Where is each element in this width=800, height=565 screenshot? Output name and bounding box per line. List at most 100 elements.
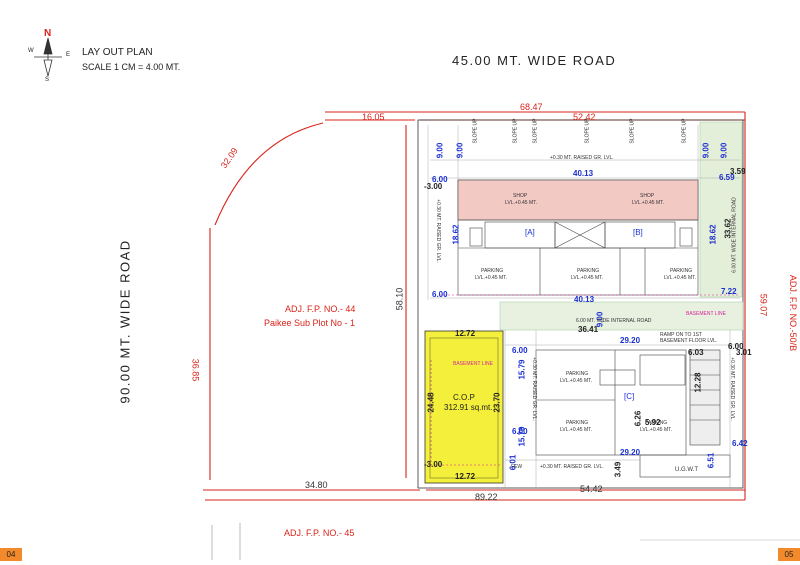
unit-c-label: [C]: [624, 392, 635, 401]
building-top: [457, 179, 699, 296]
dim-minus-300a: -3.00: [424, 182, 443, 191]
internal-road-horizontal: 6.00 MT. WIDE INTERNAL ROAD: [576, 318, 652, 324]
dim-blue-642: 6.42: [732, 439, 748, 448]
basement-line-cop: BASEMENT LINE: [453, 361, 493, 367]
slope-up-6: SLOPE UP: [681, 118, 688, 144]
dim-bottom-total: 89.22: [475, 492, 498, 502]
dim-blue-1862a: 18.62: [451, 224, 461, 245]
parking-lvl-5: LVL.+0.45 MT.: [560, 427, 593, 433]
dim-359: 3.59: [730, 167, 746, 176]
dim-bottom-right: 54.42: [580, 484, 603, 494]
dim-blue-659: 6.59: [719, 173, 735, 182]
ramp-label: RAMP ON TO 1ST BASEMENT FLOOR LVL.: [660, 332, 718, 344]
dim-top-left: 16.05: [362, 112, 385, 122]
dim-1272b: 12.72: [455, 472, 476, 481]
parking-lvl-3: LVL.+0.45 MT.: [664, 275, 697, 281]
dim-349: 3.49: [613, 461, 623, 478]
dim-blue-900c: 9.00: [701, 142, 711, 159]
dim-592: 5.92: [645, 418, 661, 427]
few-label: FEW: [511, 464, 523, 470]
cop-area-value: 312.91 sq.mt.: [444, 403, 493, 412]
parking-lvl-1: LVL.+0.45 MT.: [475, 275, 508, 281]
dim-1272a: 12.72: [455, 329, 476, 338]
parking-lvl-6: LVL.+0.45 MT.: [640, 427, 673, 433]
dim-left-side: 36.85: [190, 358, 201, 382]
raised-gr-top: +0.30 MT. RAISED GR. LVL.: [550, 155, 614, 161]
dim-2448: 24.48: [426, 392, 436, 413]
page-number-right: 05: [778, 548, 800, 561]
shop-lvl-right: LVL.+0.45 MT.: [632, 200, 665, 206]
compass-west-label: W: [28, 48, 34, 54]
ugwt-label: U.G.W.T: [675, 467, 698, 473]
dim-blue-600c: 6.00: [512, 346, 528, 355]
parking-label-1: PARKING: [481, 268, 504, 274]
raised-gr-right: +0.30 MT. RAISED GR. LVL.: [728, 357, 735, 421]
dim-blue-2920b: 29.20: [620, 448, 641, 457]
dim-blue-900a: 9.00: [435, 142, 445, 159]
shop-lvl-left: LVL.+0.45 MT.: [505, 200, 538, 206]
parking-label-2: PARKING: [577, 268, 600, 274]
shop-label-left: SHOP: [513, 193, 528, 199]
compass-north-label: N: [44, 28, 52, 39]
adjacent-fp50b-label: ADJ. F.P. NO.-50/B: [788, 274, 798, 352]
dim-626: 6.26: [633, 410, 643, 427]
adjacent-fp44-label: ADJ. F.P. NO.- 44: [285, 304, 356, 314]
parking-label-6: PARKING: [645, 420, 668, 426]
dim-mid-vertical: 58.10: [394, 287, 405, 311]
dim-blue-600b: 6.00: [432, 290, 448, 299]
dim-1228: 12.28: [693, 372, 703, 393]
cop-area: [424, 330, 504, 484]
dim-top-right: 52.42: [573, 112, 596, 122]
plan-scale: SCALE 1 CM = 4.00 MT.: [82, 62, 181, 72]
dim-blue-900d: 9.00: [719, 142, 729, 159]
dim-blue-722: 7.22: [721, 287, 737, 296]
raised-gr-bottom: +0.30 MT. RAISED GR. LVL.: [540, 464, 604, 470]
unit-a-label: [A]: [525, 228, 535, 237]
dim-2370: 23.70: [492, 392, 502, 413]
dim-3641: 36.41: [578, 325, 599, 334]
dim-bottom-left: 34.80: [305, 480, 328, 490]
slope-up-5: SLOPE UP: [629, 118, 636, 144]
unit-b-label: [B]: [633, 228, 643, 237]
compass-east-label: E: [66, 52, 71, 58]
slope-up-3: SLOPE UP: [532, 118, 539, 144]
dim-600e: 6.00: [728, 342, 744, 351]
left-road-label: 90.00 MT. WIDE ROAD: [117, 239, 133, 404]
dim-right-side: 59.07: [758, 293, 769, 317]
adjacent-fp44-sub-label: Paikee Sub Plot No - 1: [264, 318, 356, 328]
dim-blue-1862b: 18.62: [708, 224, 718, 245]
top-road-label: 45.00 MT. WIDE ROAD: [452, 53, 617, 68]
dim-603: 6.03: [688, 348, 704, 357]
parking-label-5: PARKING: [566, 420, 589, 426]
dim-blue-651: 6.51: [706, 452, 716, 469]
cop-label: C.O.P: [453, 393, 475, 402]
dim-blue-1579a: 15.79: [517, 359, 527, 380]
page-number-left: 04: [0, 548, 22, 561]
dim-blue-900b: 9.00: [455, 142, 465, 159]
dim-301: 3.01: [736, 348, 752, 357]
dim-top-total: 68.47: [520, 102, 543, 112]
raised-gr-left: +0.30 MT. RAISED GR. LVL.: [434, 199, 441, 263]
slope-up-4: SLOPE UP: [584, 118, 591, 144]
building-bottom: [535, 349, 731, 478]
parking-lvl-2: LVL.+0.45 MT.: [571, 275, 604, 281]
dim-blue-2920a: 29.20: [620, 336, 641, 345]
slope-up-1: SLOPE UP: [472, 118, 479, 144]
adjacent-fp45-label: ADJ. F.P. NO.- 45: [284, 528, 355, 538]
basement-line-top: BASEMENT LINE: [686, 311, 726, 317]
compass-south-label: S: [45, 77, 50, 83]
shop-label-right: SHOP: [640, 193, 655, 199]
raised-gr-cop: +0.30 MT. RAISED GR. LVL.: [530, 357, 537, 421]
parking-label-4: PARKING: [566, 371, 589, 377]
dim-blue-4013b: 40.13: [574, 295, 595, 304]
parking-lvl-4: LVL.+0.45 MT.: [560, 378, 593, 384]
dim-blue-600a: 6.00: [432, 175, 448, 184]
plan-title: LAY OUT PLAN: [82, 47, 153, 58]
north-arrow-icon: [34, 37, 62, 77]
dim-blue-600d: 6.00: [512, 427, 528, 436]
internal-road-vertical: 6.00 MT. WIDE INTERNAL ROAD: [731, 197, 738, 273]
slope-up-2: SLOPE UP: [512, 118, 519, 144]
parking-label-3: PARKING: [670, 268, 693, 274]
dim-blue-4013a: 40.13: [573, 169, 594, 178]
